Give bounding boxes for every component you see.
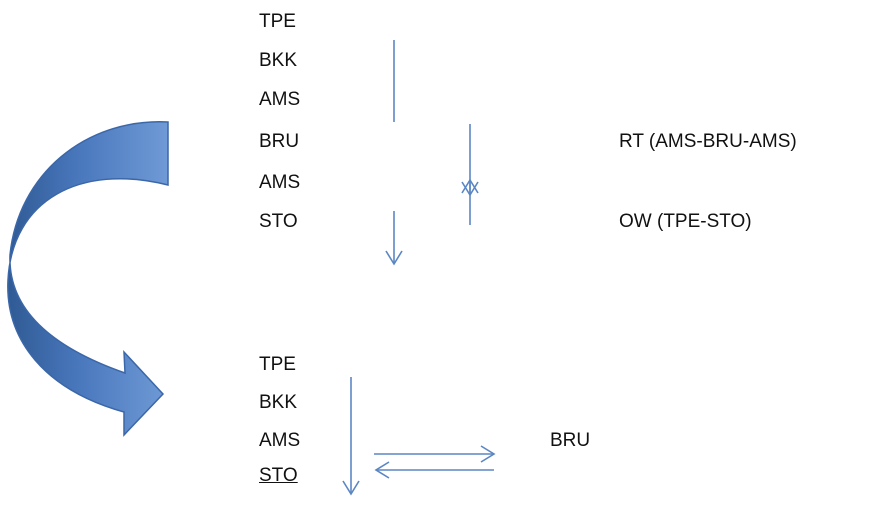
upper-route-stop: BRU	[259, 131, 300, 152]
down-arrow-icon	[385, 211, 403, 266]
side-trip-destination: BRU	[550, 430, 591, 451]
right-arrow-icon	[374, 445, 496, 463]
lower-route-stop: BKK	[259, 392, 298, 413]
upper-route-stop: BKK	[259, 50, 298, 71]
curved-arrow-icon	[7, 121, 169, 437]
upper-route-stop: AMS	[259, 172, 301, 193]
upper-route-stop: STO	[259, 211, 298, 232]
lower-route-stop-destination: STO	[259, 465, 298, 486]
lower-route-stop: AMS	[259, 430, 301, 451]
down-arrow-icon	[342, 377, 360, 496]
left-arrow-icon	[374, 461, 494, 479]
upper-route-stop: AMS	[259, 89, 301, 110]
upper-route-stop: TPE	[259, 11, 296, 32]
one-way-note: OW (TPE-STO)	[619, 211, 752, 232]
lower-route-stop: TPE	[259, 354, 296, 375]
up-arrow-icon	[461, 178, 479, 225]
round-trip-note: RT (AMS-BRU-AMS)	[619, 131, 797, 152]
